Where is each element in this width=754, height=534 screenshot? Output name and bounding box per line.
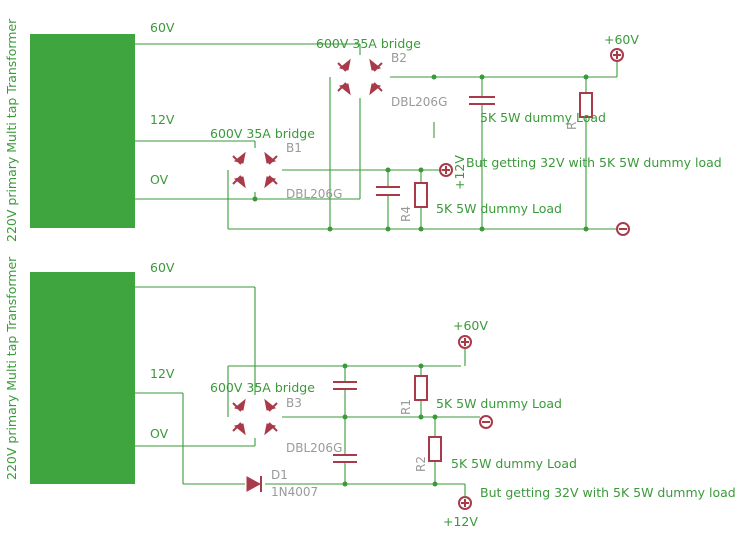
capacitor-top-12v — [376, 186, 400, 196]
tap-0v-top: OV — [150, 172, 169, 187]
plus60-label-top: +60V — [604, 32, 639, 47]
d1-part: 1N4007 — [271, 485, 318, 499]
supply-plus12-top — [439, 163, 453, 177]
resistor-r-top — [579, 92, 593, 118]
note-bottom: But getting 32V with 5K 5W dummy load — [480, 485, 736, 500]
capacitor-bottom-upper — [333, 381, 357, 390]
tap-0v-bottom: OV — [150, 426, 169, 441]
b3-ref: B3 — [286, 396, 302, 410]
resistor-r1 — [414, 375, 428, 401]
supply-plus12-bottom — [458, 484, 472, 510]
supply-plus60-bottom — [458, 335, 472, 349]
diode-d1 — [246, 476, 262, 492]
note-top: But getting 32V with 5K 5W dummy load — [466, 155, 722, 170]
resistor-r4 — [414, 182, 428, 208]
tap-12v-top: 12V — [150, 112, 175, 127]
r4-value: 5K 5W dummy Load — [436, 201, 562, 216]
nodes-bottom — [342, 363, 438, 487]
capacitor-top-60v — [469, 96, 495, 105]
plus12-label-bottom: +12V — [443, 514, 478, 529]
r-top-ref: R — [565, 122, 579, 130]
ground-bottom — [479, 415, 493, 429]
r2-value: 5K 5W dummy Load — [451, 456, 577, 471]
transformer-top — [30, 34, 135, 228]
nodes-top — [252, 74, 589, 232]
bridge-b2 — [337, 58, 383, 96]
tap-12v-bottom: 12V — [150, 366, 175, 381]
ground-top — [616, 222, 630, 236]
d1-ref: D1 — [271, 468, 288, 482]
supply-plus60-top — [610, 48, 624, 62]
b2-ref: B2 — [391, 51, 407, 65]
r1-value: 5K 5W dummy Load — [436, 396, 562, 411]
transformer-bottom — [30, 272, 135, 484]
plus12-label-top: +12V — [452, 155, 467, 190]
b3-title: 600V 35A bridge — [210, 380, 315, 395]
capacitor-bottom-lower — [333, 454, 357, 463]
b2-title: 600V 35A bridge — [316, 36, 421, 51]
r4-ref: R4 — [399, 206, 413, 222]
bridge-b1 — [232, 151, 278, 189]
b3-part: DBL206G — [286, 441, 342, 455]
tap-60v-top: 60V — [150, 20, 175, 35]
b1-title: 600V 35A bridge — [210, 126, 315, 141]
r1-ref: R1 — [399, 399, 413, 415]
b1-part: DBL206G — [286, 187, 342, 201]
transformer-label-top: 220V primary Multi tap Transformer — [4, 18, 19, 242]
transformer-label-bottom: 220V primary Multi tap Transformer — [4, 256, 19, 480]
bridge-b3 — [232, 398, 278, 436]
tap-60v-bottom: 60V — [150, 260, 175, 275]
r-top-value: 5K 5W dummy Load — [480, 110, 606, 125]
resistor-r2 — [428, 436, 442, 462]
wires-top — [135, 43, 618, 230]
b1-ref: B1 — [286, 141, 302, 155]
plus60-label-bottom: +60V — [453, 318, 488, 333]
b2-part: DBL206G — [391, 95, 447, 109]
r2-ref: R2 — [414, 456, 428, 472]
